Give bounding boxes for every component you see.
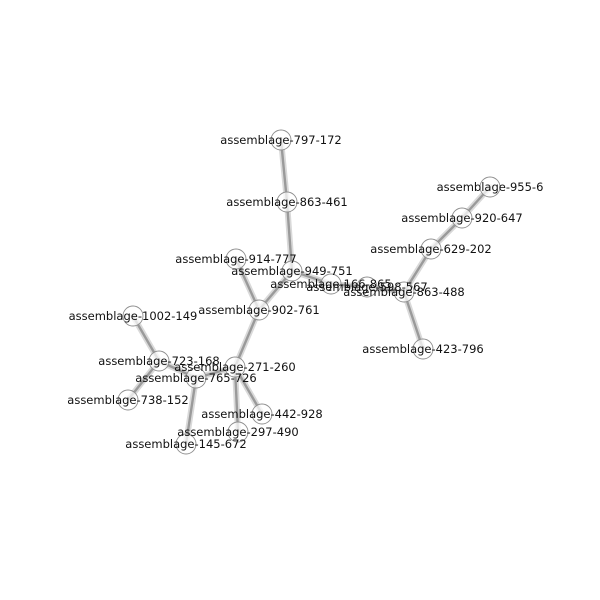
node-label: assemblage-765-726	[135, 371, 256, 385]
node-label: assemblage-863-488	[343, 285, 464, 299]
node-label: assemblage-166-865	[270, 277, 391, 291]
graph-node	[227, 421, 249, 443]
graph-node	[281, 260, 303, 282]
node-label: assemblage-914-777	[175, 252, 296, 266]
graph-node	[451, 207, 473, 229]
node-label: assemblage-949-751	[231, 264, 352, 278]
graph-node	[251, 403, 273, 425]
node-label: assemblage-797-172	[220, 133, 341, 147]
graph-edge	[285, 200, 294, 273]
node-label: assemblage-145-672	[125, 437, 246, 451]
node-label: assemblage-738-152	[67, 393, 188, 407]
graph-node	[248, 299, 270, 321]
graph-node	[175, 433, 197, 455]
graph-node	[122, 305, 144, 327]
graph-node	[185, 367, 207, 389]
label-layer: assemblage-797-172 assemblage-863-461 asse…	[67, 133, 543, 451]
graph-node	[224, 356, 246, 378]
graph-node	[393, 281, 415, 303]
node-label: assemblage-297-490	[177, 425, 298, 439]
node-label: assemblage-955-6	[437, 180, 544, 194]
node-label: assemblage-863-461	[226, 195, 347, 209]
graph-node	[320, 273, 342, 295]
node-label: assemblage-271-260	[174, 360, 295, 374]
node-label: assemblage-629-202	[370, 242, 491, 256]
graph-node	[117, 389, 139, 411]
node-label: assemblage-723-168	[98, 354, 219, 368]
node-label: assemblage-598-567	[306, 280, 427, 294]
graph-node	[225, 248, 247, 270]
node-label: assemblage-902-761	[198, 303, 319, 317]
node-label: assemblage-442-928	[201, 407, 322, 421]
graph-node	[356, 276, 378, 298]
node-label: assemblage-1002-149	[69, 309, 198, 323]
node-label: assemblage-920-647	[401, 211, 522, 225]
graph-node	[412, 338, 434, 360]
graph-node	[270, 129, 292, 151]
node-layer	[117, 129, 501, 455]
graph-node	[148, 350, 170, 372]
graph-edge	[233, 365, 240, 434]
graph-node	[420, 238, 442, 260]
node-label: assemblage-423-796	[362, 342, 483, 356]
graph-node	[479, 176, 501, 198]
graph-edge	[184, 376, 198, 446]
graph-node	[276, 191, 298, 213]
